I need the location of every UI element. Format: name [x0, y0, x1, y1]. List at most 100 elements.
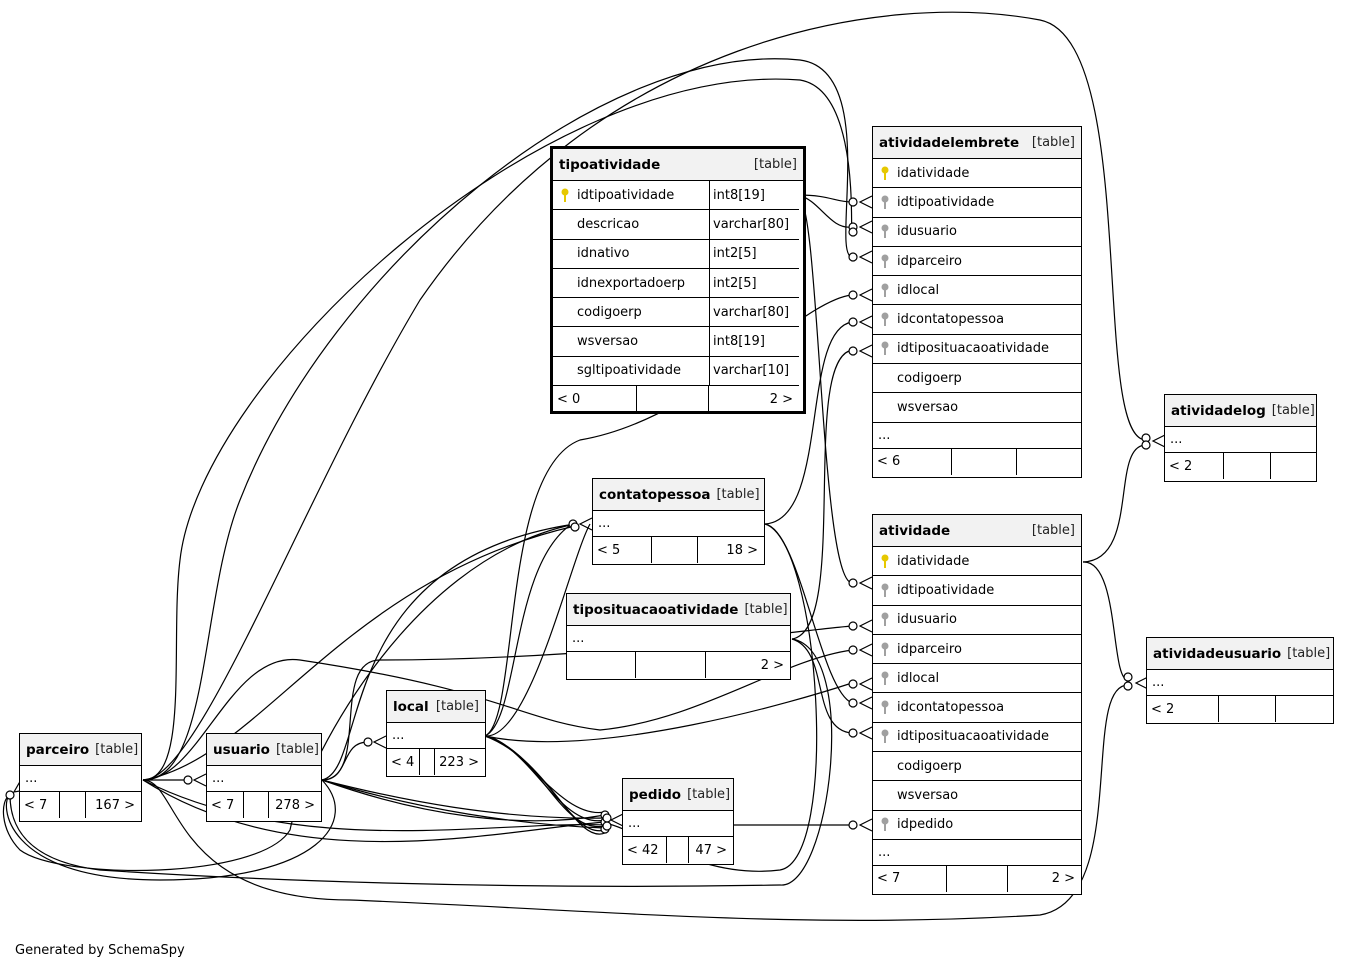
child-count[interactable]: 167 >: [95, 797, 135, 813]
table-tag: [table]: [275, 742, 320, 757]
foreign-key-icon: [873, 312, 897, 327]
foreign-key-icon: [873, 671, 897, 686]
table-footer: < 42 47 >: [623, 837, 733, 863]
table-atividadeusuario[interactable]: atividadeusuario[table] ... < 2: [1146, 637, 1334, 724]
table-atividadelog[interactable]: atividadelog[table] ... < 2: [1164, 394, 1317, 482]
child-count[interactable]: 2 >: [760, 657, 784, 673]
foreign-key-icon: [873, 583, 897, 598]
table-tag: [table]: [1031, 135, 1075, 150]
column-name: idlocal: [897, 670, 940, 686]
table-tag: [table]: [753, 157, 797, 172]
parent-count[interactable]: < 7: [20, 792, 60, 818]
column-type: int8[19]: [709, 327, 799, 356]
column-name: codigoerp: [897, 370, 962, 386]
row-count: [947, 865, 1008, 892]
table-footer: < 2: [1165, 453, 1316, 479]
table-atividade[interactable]: atividade[table] idatividade idtipoativi…: [872, 514, 1082, 895]
table-footer: < 5 18 >: [593, 537, 764, 563]
parent-count[interactable]: < 6: [873, 448, 952, 475]
table-footer: < 7 167 >: [20, 792, 141, 818]
parent-count[interactable]: [567, 652, 636, 678]
child-count[interactable]: 2 >: [769, 391, 793, 407]
foreign-key-icon: [873, 283, 897, 298]
row-count: [244, 792, 269, 818]
column-name: idlocal: [897, 282, 940, 298]
column-name: idusuario: [897, 224, 957, 240]
column-name: wsversao: [577, 334, 639, 350]
column-name: wsversao: [897, 400, 959, 416]
child-count[interactable]: [1017, 449, 1081, 475]
column-type: int8[19]: [709, 181, 799, 210]
child-count[interactable]: 278 >: [275, 797, 315, 813]
parent-count[interactable]: < 2: [1147, 696, 1219, 722]
primary-key-icon: [553, 188, 577, 203]
parent-count[interactable]: < 42: [623, 837, 667, 863]
table-tag: [table]: [687, 787, 731, 802]
row-count: [1224, 453, 1271, 479]
column-name: descricao: [577, 216, 640, 232]
table-usuario[interactable]: usuario [table] ... < 7 278 >: [206, 733, 322, 822]
more-columns: ...: [623, 811, 733, 837]
foreign-key-icon: [873, 195, 897, 210]
table-tag: [table]: [95, 742, 139, 757]
table-name: local: [393, 698, 429, 715]
table-footer: < 2: [1147, 696, 1333, 722]
table-name: atividadelog: [1171, 402, 1266, 419]
column-name: idcontatopessoa: [897, 700, 1005, 716]
table-name: atividade: [879, 522, 951, 539]
primary-key-icon: [873, 166, 897, 181]
table-tag: [table]: [1271, 403, 1315, 418]
table-local[interactable]: local [table] ... < 4 223 >: [386, 690, 486, 777]
column-name: wsversao: [897, 788, 959, 804]
table-name: atividadeusuario: [1153, 645, 1282, 662]
generated-by-label: Generated by SchemaSpy: [15, 943, 185, 958]
child-count[interactable]: 47 >: [695, 842, 727, 858]
column-name: idusuario: [897, 612, 957, 628]
foreign-key-icon: [873, 341, 897, 356]
table-tiposituacaoatividade[interactable]: tiposituacaoatividade[table] ... 2 >: [566, 593, 791, 680]
table-name: atividadelembrete: [879, 134, 1020, 151]
table-name: usuario: [213, 741, 270, 758]
column-name: idtiposituacaoatividade: [897, 729, 1049, 745]
parent-count[interactable]: < 0: [553, 386, 637, 413]
table-footer: < 6: [873, 448, 1081, 475]
row-count: [636, 652, 706, 678]
column-type: varchar[80]: [709, 298, 799, 327]
more-columns: ...: [207, 766, 321, 792]
column-name: idpedido: [897, 817, 954, 833]
table-tag: [table]: [744, 602, 788, 617]
column-type: int2[5]: [709, 239, 799, 268]
child-count[interactable]: 223 >: [439, 754, 479, 770]
foreign-key-icon: [873, 254, 897, 269]
child-count[interactable]: [1276, 696, 1333, 722]
parent-count[interactable]: < 4: [387, 749, 420, 775]
table-tag: [table]: [435, 699, 479, 714]
parent-count[interactable]: < 7: [873, 865, 947, 892]
parent-count[interactable]: < 2: [1165, 453, 1224, 479]
column-name: idparceiro: [897, 641, 962, 657]
table-atividadelembrete[interactable]: atividadelembrete[table] idatividade idt…: [872, 126, 1082, 478]
column-name: idtipoatividade: [897, 194, 995, 210]
column-name: idnativo: [577, 246, 630, 262]
table-pedido[interactable]: pedido [table] ... < 42 47 >: [622, 778, 734, 865]
more-columns: ...: [387, 723, 485, 749]
table-name: parceiro: [26, 741, 90, 758]
parent-count[interactable]: < 7: [207, 792, 244, 818]
row-count: [952, 448, 1017, 475]
parent-count[interactable]: < 5: [593, 537, 652, 563]
column-name: idparceiro: [897, 253, 962, 269]
child-count[interactable]: 2 >: [1051, 871, 1075, 887]
table-tag: [table]: [716, 487, 760, 502]
column-name: idatividade: [897, 553, 970, 569]
table-name: pedido: [629, 786, 682, 803]
foreign-key-icon: [873, 224, 897, 239]
child-count[interactable]: 18 >: [726, 542, 758, 558]
table-tag: [table]: [1031, 523, 1075, 538]
column-name: idnexportadoerp: [577, 275, 685, 291]
column-name: codigoerp: [577, 304, 642, 320]
child-count[interactable]: [1271, 453, 1316, 479]
column-name: idcontatopessoa: [897, 312, 1005, 328]
